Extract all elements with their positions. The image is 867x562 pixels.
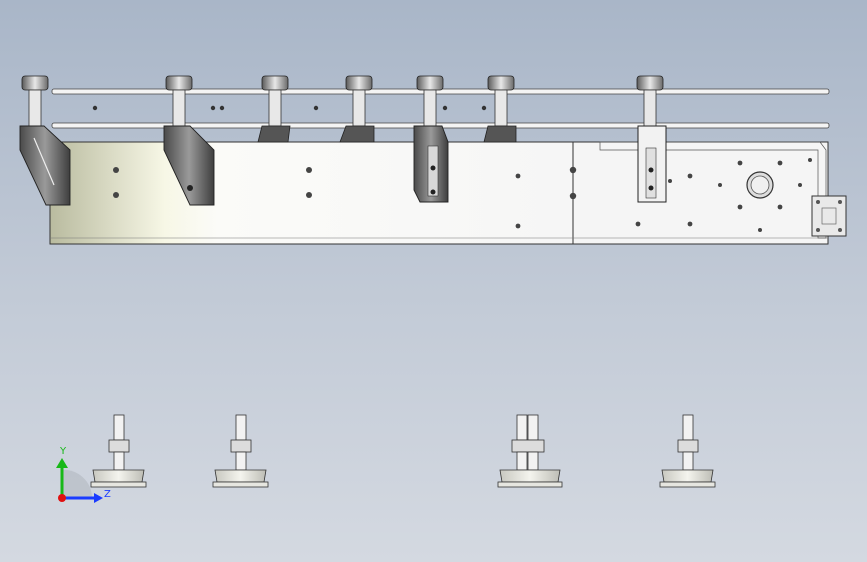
x-axis-dot	[58, 494, 66, 502]
rail-fasteners	[92, 105, 487, 111]
adjustable-foot[interactable]	[212, 414, 269, 488]
frame-right-section	[572, 141, 829, 245]
conveyor-frame[interactable]	[49, 141, 847, 245]
adjustable-foot[interactable]	[90, 414, 147, 488]
frame-holes	[113, 158, 812, 232]
frame-left-section	[49, 141, 574, 245]
y-axis-label: Y	[59, 446, 67, 457]
rail-bracket[interactable]	[339, 75, 375, 143]
rail-bracket[interactable]	[19, 75, 71, 206]
side-guide-rails[interactable]	[51, 88, 830, 129]
adjustable-foot[interactable]	[659, 414, 716, 488]
z-axis-label: Z	[104, 489, 111, 500]
rail-bracket[interactable]	[163, 75, 215, 206]
coordinate-triad: Y Z	[56, 446, 111, 503]
rail-bracket[interactable]	[636, 75, 667, 203]
adjustable-foot[interactable]	[497, 414, 563, 488]
rail-bracket[interactable]	[483, 75, 517, 143]
rail-bracket[interactable]	[413, 75, 449, 203]
rail-bracket[interactable]	[257, 75, 291, 143]
